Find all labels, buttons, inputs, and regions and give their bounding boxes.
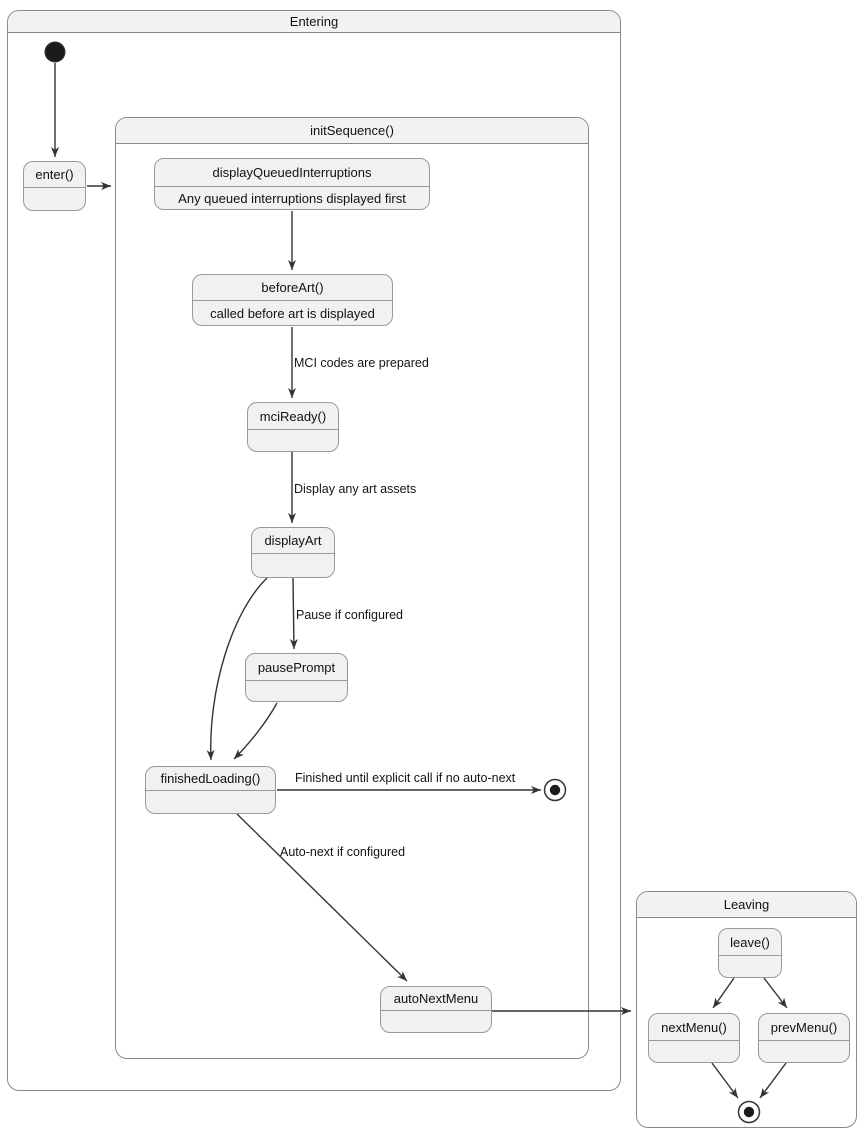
state-leave-body: [719, 956, 781, 977]
state-nextmenu-body: [649, 1041, 739, 1062]
state-mciready-body: [248, 430, 338, 451]
composite-state-initsequence: initSequence(): [115, 117, 589, 1059]
edge-label-mci-codes: MCI codes are prepared: [294, 356, 429, 370]
state-displayqueuedinterruptions-title: displayQueuedInterruptions: [155, 159, 429, 187]
edge-displayart-to-finishedloading: [206, 577, 268, 761]
state-prevmenu-body: [759, 1041, 849, 1062]
state-displayart: displayArt: [251, 527, 335, 578]
state-finishedloading-title: finishedLoading(): [146, 767, 275, 791]
state-leave-title: leave(): [719, 929, 781, 956]
composite-state-entering: Entering: [7, 10, 621, 1091]
edge-label-auto-next: Auto-next if configured: [280, 845, 406, 859]
state-prevmenu-title: prevMenu(): [759, 1014, 849, 1041]
composite-state-leaving: Leaving: [636, 891, 857, 1128]
state-finishedloading: finishedLoading(): [145, 766, 276, 814]
state-mciready-title: mciReady(): [248, 403, 338, 430]
edge-leave-to-prevmenu: [763, 977, 788, 1009]
state-beforeart-title: beforeArt(): [193, 275, 392, 301]
edge-label-pause: Pause if configured: [296, 608, 404, 622]
state-pauseprompt-body: [246, 681, 347, 701]
state-beforeart: beforeArt() called before art is display…: [192, 274, 393, 326]
state-autonextmenu-title: autoNextMenu: [381, 987, 491, 1011]
initial-state-dot: [44, 41, 66, 63]
state-prevmenu: prevMenu(): [758, 1013, 850, 1063]
edge-displayart-to-pauseprompt: [289, 577, 298, 650]
final-state-icon: [543, 778, 567, 802]
state-displayqueuedinterruptions-description: Any queued interruptions displayed first: [178, 190, 406, 206]
state-displayart-body: [252, 554, 334, 577]
edge-label-finished: Finished until explicit call if no auto-…: [295, 771, 516, 785]
state-autonextmenu-body: [381, 1011, 491, 1032]
edge-leave-to-nextmenu: [712, 977, 735, 1009]
edge-prevmenu-to-final: [759, 1062, 787, 1099]
state-autonextmenu: autoNextMenu: [380, 986, 492, 1033]
edge-nextmenu-to-final: [711, 1062, 739, 1099]
state-pauseprompt-title: pausePrompt: [246, 654, 347, 681]
edge-finishedloading-to-autonextmenu: [236, 813, 408, 982]
state-leave: leave(): [718, 928, 782, 978]
state-enter-title: enter(): [24, 162, 85, 188]
state-displayart-title: displayArt: [252, 528, 334, 554]
composite-state-entering-title: Entering: [8, 11, 620, 33]
state-enter-body: [24, 188, 85, 210]
state-finishedloading-body: [146, 791, 275, 813]
edge-pauseprompt-to-finishedloading: [233, 702, 278, 760]
composite-state-initsequence-title: initSequence(): [116, 118, 588, 144]
state-nextmenu-title: nextMenu(): [649, 1014, 739, 1041]
edge-label-display-assets: Display any art assets: [294, 482, 417, 496]
composite-state-leaving-title: Leaving: [637, 892, 856, 918]
state-nextmenu: nextMenu(): [648, 1013, 740, 1063]
state-pauseprompt: pausePrompt: [245, 653, 348, 702]
state-enter: enter(): [23, 161, 86, 211]
final-state-icon: [737, 1100, 761, 1124]
state-mciready: mciReady(): [247, 402, 339, 452]
state-displayqueuedinterruptions: displayQueuedInterruptions Any queued in…: [154, 158, 430, 210]
state-beforeart-description: called before art is displayed: [210, 305, 375, 321]
